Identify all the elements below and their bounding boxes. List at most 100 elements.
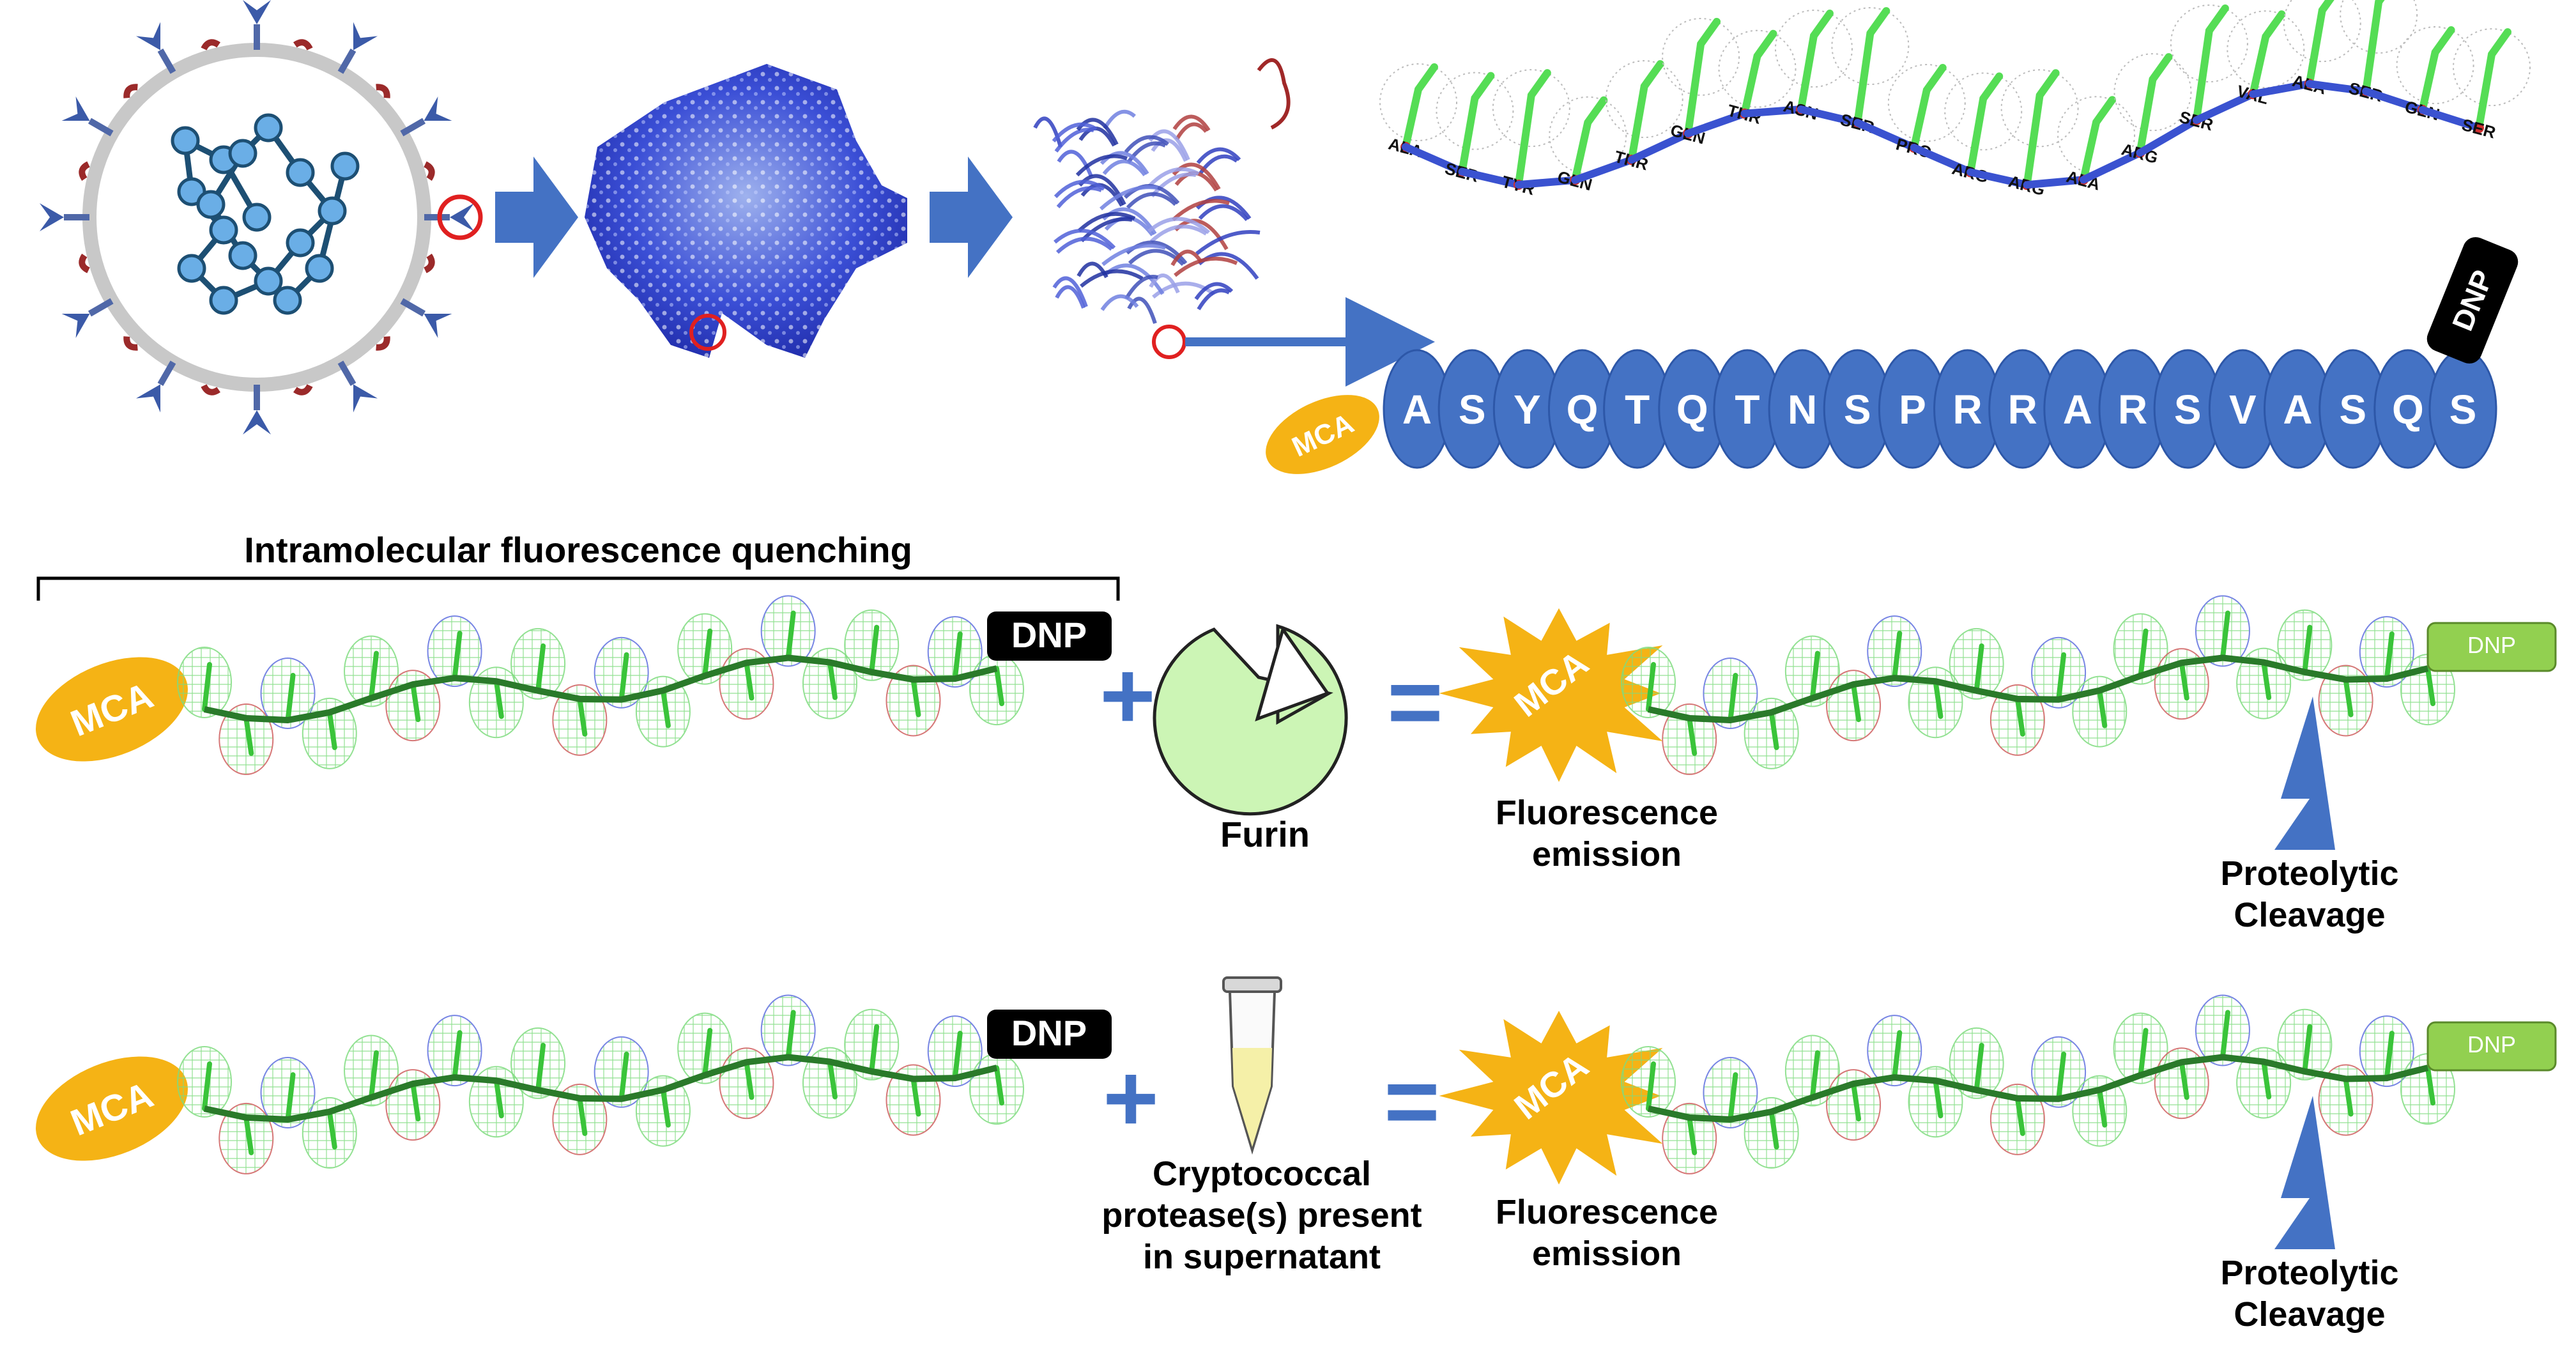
fluorescence-label-2a: Fluorescence bbox=[1496, 1193, 1718, 1231]
spike-glycoprotein-icon bbox=[61, 298, 114, 339]
cleavage-label-1b: Cleavage bbox=[2234, 896, 2385, 934]
sequence-letter: A bbox=[1402, 387, 1432, 433]
virus-rna-genome bbox=[171, 113, 360, 315]
sequence-letter: Q bbox=[1676, 387, 1708, 433]
spike-glycoprotein-icon bbox=[135, 22, 176, 74]
dnp-box-row3: DNP bbox=[987, 1010, 1112, 1059]
sequence-letter: V bbox=[2229, 387, 2257, 433]
peptide-mesh-cleaved-1 bbox=[1621, 595, 2455, 775]
spike-glycoprotein-icon bbox=[337, 360, 378, 413]
sequence-bead: A bbox=[1383, 349, 1452, 469]
sequence-letter: S bbox=[2450, 387, 2477, 433]
spike-glycoprotein-icon bbox=[40, 203, 89, 231]
svg-text:DNP: DNP bbox=[2467, 1031, 2516, 1058]
block-arrow-1 bbox=[495, 157, 578, 278]
cleavage-site-circle-surface bbox=[689, 314, 726, 351]
membrane-protein-icon bbox=[424, 254, 435, 273]
membrane-protein-icon bbox=[79, 161, 90, 181]
sequence-letter: S bbox=[1459, 387, 1486, 433]
membrane-protein-icon bbox=[79, 254, 90, 273]
svg-text:DNP: DNP bbox=[2467, 632, 2516, 658]
dnp-box-green-row2: DNP bbox=[2426, 622, 2557, 672]
furin-label: Furin bbox=[1220, 814, 1310, 854]
spike-surface-model bbox=[585, 64, 907, 358]
dnp-box-row2: DNP bbox=[987, 612, 1112, 661]
spike-glycoprotein-icon bbox=[337, 22, 378, 74]
cryptococcal-label-a: Cryptococcal bbox=[1153, 1155, 1371, 1193]
membrane-protein-icon bbox=[123, 84, 138, 98]
fluorescence-label-2b: emission bbox=[1532, 1235, 1682, 1273]
sequence-letter: Q bbox=[2392, 387, 2424, 433]
plus-sign-1: + bbox=[1100, 642, 1156, 749]
sequence-letter: R bbox=[1952, 387, 1982, 433]
furin-row: MCA DNP + Furin = MCA Fluorescence emiss… bbox=[36, 595, 2557, 934]
sequence-bead: T bbox=[1713, 349, 1782, 469]
membrane-protein-icon bbox=[123, 336, 138, 351]
spike-glycoprotein-icon bbox=[243, 0, 271, 50]
sequence-letter: T bbox=[1735, 387, 1759, 433]
virus-particle bbox=[40, 0, 483, 435]
sequence-letter: S bbox=[2339, 387, 2366, 433]
spike-glycoprotein-icon bbox=[400, 298, 452, 339]
cryptococcal-row: MCA DNP + Cryptococcal protease(s) prese… bbox=[36, 976, 2557, 1334]
dnp-label-top: DNP bbox=[2426, 237, 2518, 364]
fluorescence-label-1b: emission bbox=[1532, 835, 1682, 873]
sequence-bead: R bbox=[2098, 349, 2167, 469]
cryptococcal-label-b: protease(s) present bbox=[1101, 1196, 1422, 1235]
svg-text:DNP: DNP bbox=[1011, 1013, 1087, 1053]
spike-glycoprotein-icon bbox=[400, 96, 452, 137]
membrane-protein-icon bbox=[424, 161, 435, 181]
block-arrow-2 bbox=[930, 157, 1013, 278]
spike-glycoprotein-icon bbox=[424, 203, 474, 231]
sequence-letter: R bbox=[2118, 387, 2147, 433]
sequence-bead: T bbox=[1603, 349, 1672, 469]
plus-sign-2: + bbox=[1103, 1044, 1159, 1151]
cleavage-arrow-row2 bbox=[2274, 696, 2335, 850]
furin-enzyme: Furin bbox=[1153, 624, 1348, 854]
peptide-stick-model: ALASERTYRGLNTHRGLNTHRASNSERPROARGARGALAA… bbox=[1379, 0, 2531, 199]
membrane-protein-icon bbox=[376, 336, 390, 351]
mca-burst-row2: MCA bbox=[1439, 608, 1663, 782]
sequence-letter: R bbox=[2008, 387, 2037, 433]
membrane-protein-icon bbox=[201, 39, 220, 50]
sequence-bead: S bbox=[2319, 349, 2388, 469]
sequence-letter: A bbox=[2283, 387, 2312, 433]
spike-glycoprotein-icon bbox=[243, 385, 271, 435]
sequence-bead: S bbox=[2428, 349, 2497, 469]
sequence-bead: R bbox=[1933, 349, 2002, 469]
sequence-letter: S bbox=[1844, 387, 1871, 433]
fluorescence-label-1a: Fluorescence bbox=[1496, 794, 1718, 832]
sequence-letter: T bbox=[1625, 387, 1650, 433]
mca-ellipse-row3: MCA bbox=[36, 1056, 188, 1161]
equals-sign-2: = bbox=[1384, 1047, 1440, 1155]
equals-sign-1: = bbox=[1387, 648, 1443, 755]
quenching-title: Intramolecular fluorescence quenching bbox=[244, 530, 912, 570]
membrane-protein-icon bbox=[376, 84, 390, 98]
quenching-bracket: Intramolecular fluorescence quenching bbox=[36, 530, 1120, 601]
mca-burst-row3: MCA bbox=[1439, 1010, 1663, 1185]
cleavage-label-1a: Proteolytic bbox=[2220, 854, 2398, 893]
mca-label-top: MCA bbox=[1266, 395, 1379, 474]
sequence-letter: N bbox=[1788, 387, 1817, 433]
sequence-bead: Y bbox=[1492, 349, 1561, 469]
sequence-bead: A bbox=[2264, 349, 2333, 469]
sequence-bead: S bbox=[2153, 349, 2222, 469]
sequence-bead: N bbox=[1768, 349, 1837, 469]
eppendorf-tube-icon bbox=[1222, 976, 1282, 1155]
peptide-mesh-quenched-2 bbox=[177, 994, 1024, 1174]
mca-ellipse-row2: MCA bbox=[36, 657, 188, 762]
sequence-bead: V bbox=[2208, 349, 2277, 469]
membrane-protein-icon bbox=[201, 384, 220, 396]
sequence-letter: Y bbox=[1514, 387, 1541, 433]
membrane-protein-icon bbox=[293, 39, 313, 50]
peptide-mesh-quenched-1 bbox=[177, 595, 1024, 775]
highlighted-spike-circle bbox=[437, 194, 483, 240]
cryptococcal-label-c: in supernatant bbox=[1143, 1238, 1381, 1276]
membrane-protein-icon bbox=[293, 384, 313, 396]
sequence-bead: P bbox=[1878, 349, 1947, 469]
cleavage-label-2b: Cleavage bbox=[2234, 1295, 2385, 1334]
svg-text:DNP: DNP bbox=[1011, 615, 1087, 655]
spike-glycoprotein-icon bbox=[135, 360, 176, 413]
virus-spikes bbox=[40, 0, 474, 435]
peptide-mesh-cleaved-2 bbox=[1621, 994, 2455, 1174]
